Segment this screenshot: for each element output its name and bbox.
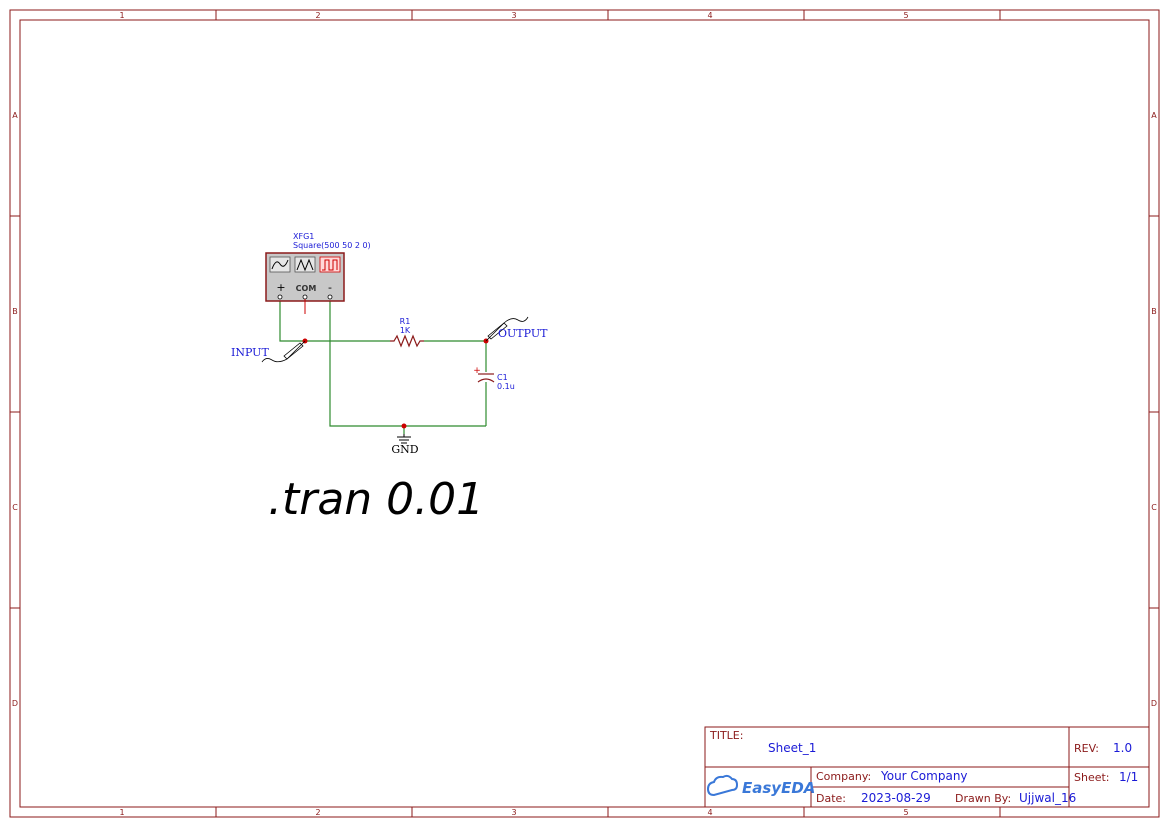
column-marker-bottom: 4 (707, 808, 712, 817)
xfg1-value: Square(500 50 2 0) (293, 241, 371, 250)
row-marker-right: C (1151, 503, 1157, 512)
column-marker-top: 5 (903, 11, 908, 20)
title-value: Sheet_1 (768, 741, 816, 755)
drawn-by-value: Ujjwal_16 (1019, 791, 1076, 805)
r1-value: 1K (400, 326, 411, 335)
row-marker-right: A (1151, 111, 1157, 120)
input-net-flag[interactable] (261, 340, 306, 363)
sine-wave-icon (271, 259, 289, 270)
output-net-flag[interactable] (485, 316, 529, 342)
com-terminal-label: COM (296, 284, 317, 293)
logo-text: EasyEDA (742, 779, 815, 797)
plus-terminal-label: + (276, 281, 285, 294)
easyeda-logo: EasyEDA (706, 774, 815, 797)
row-marker-right: B (1151, 307, 1157, 316)
cloud-icon (706, 774, 739, 797)
column-marker-bottom: 5 (903, 808, 908, 817)
pin-com[interactable] (302, 294, 308, 300)
wires[interactable] (279, 297, 487, 434)
minus-terminal-label: - (328, 281, 332, 294)
spice-directive[interactable]: .tran 0.01 (268, 474, 484, 525)
r1-designator: R1 (400, 317, 411, 326)
company-label: Company: (816, 770, 871, 783)
capacitor-c1[interactable] (477, 373, 495, 383)
sheet-label: Sheet: (1074, 771, 1110, 784)
sheet-frame (9, 9, 1160, 818)
triangle-wave-icon (296, 258, 314, 272)
pin-minus[interactable] (327, 294, 333, 300)
rev-label: REV: (1074, 742, 1099, 755)
column-marker-bottom: 3 (511, 808, 516, 817)
junction-gnd (401, 423, 407, 429)
c1-designator: C1 (497, 373, 508, 382)
frame-markers: 1 2 3 4 5 1 2 3 4 5 A B C D A B C D (12, 11, 1157, 817)
input-net-label: INPUT (231, 346, 269, 359)
pin-plus[interactable] (277, 294, 283, 300)
title-block (704, 726, 1150, 808)
drawn-by-label: Drawn By: (955, 792, 1011, 805)
column-marker-top: 4 (707, 11, 712, 20)
row-marker-left: B (12, 307, 18, 316)
row-marker-left: D (12, 699, 18, 708)
title-label: TITLE: (709, 729, 743, 742)
gnd-label: GND (391, 443, 418, 456)
date-value: 2023-08-29 (861, 791, 931, 805)
resistor-r1[interactable] (390, 334, 424, 348)
column-marker-top: 3 (511, 11, 516, 20)
c1-polarity-mark: + (473, 366, 481, 376)
xfg1-designator: XFG1 (293, 232, 314, 241)
sheet-value: 1/1 (1119, 770, 1138, 784)
row-marker-left: A (12, 111, 18, 120)
c1-value: 0.1u (497, 382, 515, 391)
company-value: Your Company (880, 769, 968, 783)
row-marker-left: C (12, 503, 18, 512)
date-label: Date: (816, 792, 846, 805)
row-marker-right: D (1151, 699, 1157, 708)
function-generator-xfg1[interactable]: + COM - (265, 252, 345, 314)
column-marker-bottom: 1 (119, 808, 124, 817)
rev-value: 1.0 (1113, 741, 1132, 755)
column-marker-bottom: 2 (315, 808, 320, 817)
column-marker-top: 1 (119, 11, 124, 20)
column-marker-top: 2 (315, 11, 320, 20)
output-net-label: OUTPUT (498, 327, 548, 340)
ground-symbol[interactable] (397, 434, 411, 444)
square-wave-icon (322, 259, 338, 271)
